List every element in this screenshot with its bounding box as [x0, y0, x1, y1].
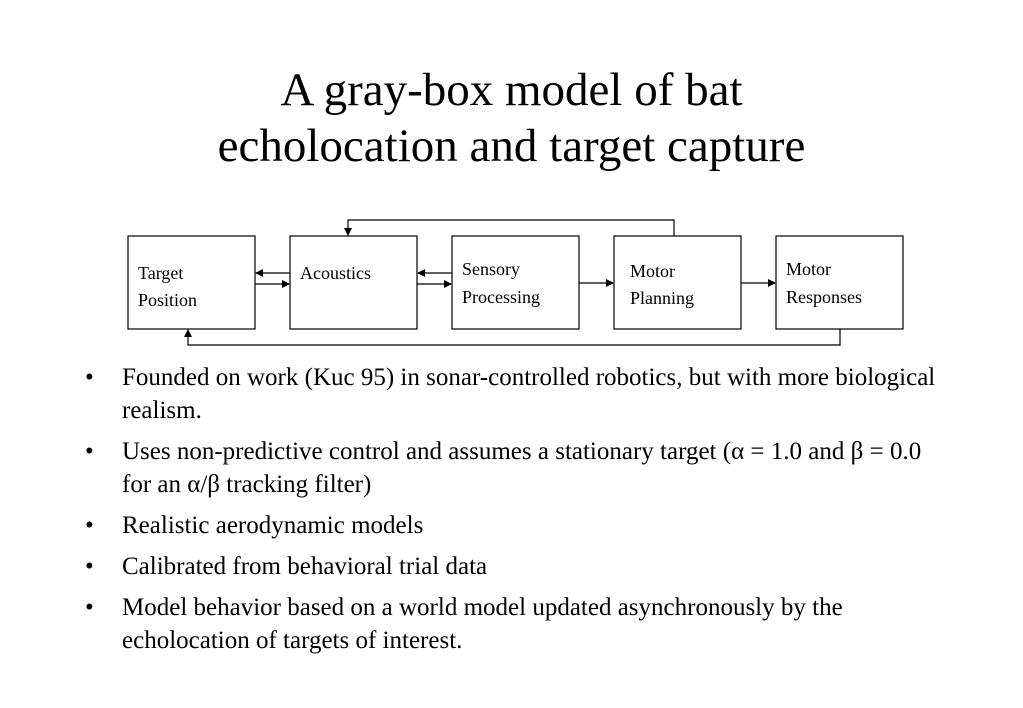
box-label-target-1: Target [138, 263, 183, 283]
title-line-1: A gray-box model of bat [280, 64, 743, 116]
slide-title: A gray-box model of bat echolocation and… [0, 62, 1023, 174]
bullet-marker: • [85, 553, 94, 580]
box-label-sensory-2: Processing [462, 287, 540, 307]
bullet-item: • Uses non-predictive control and assumes… [85, 435, 945, 501]
bullet-text: Model behavior based on a world model up… [122, 594, 843, 654]
bullet-text: Realistic aerodynamic models [122, 512, 424, 539]
box-label-responses-1: Motor [786, 259, 831, 279]
bullet-text: Calibrated from behavioral trial data [122, 553, 488, 580]
feedback-responses-to-target [184, 329, 841, 346]
box-label-sensory-1: Sensory [462, 259, 520, 279]
box-label-acoustics: Acoustics [300, 263, 371, 283]
box-label-planning-2: Planning [630, 288, 694, 308]
box-label-planning-1: Motor [630, 261, 675, 281]
box-sensory-processing [451, 235, 580, 330]
bullet-text: Uses non-predictive control and assumes … [122, 438, 922, 498]
title-line-2: echolocation and target capture [217, 120, 806, 172]
bullet-item: • Calibrated from behavioral trial data [85, 550, 945, 583]
box-label-target-2: Position [138, 290, 197, 310]
box-motor-planning [613, 235, 742, 330]
box-label-responses-2: Responses [786, 287, 862, 307]
feedback-planning-to-acoustics [344, 219, 675, 236]
bullet-marker: • [85, 364, 94, 391]
bullet-item: • Founded on work (Kuc 95) in sonar-contr… [85, 361, 945, 427]
bullet-marker: • [85, 512, 94, 539]
bullet-text: Founded on work (Kuc 95) in sonar-contro… [122, 364, 936, 424]
bullet-marker: • [85, 594, 94, 621]
bullet-list: • Founded on work (Kuc 95) in sonar-contr… [85, 361, 945, 665]
box-motor-responses [775, 235, 904, 330]
bullet-item: • Model behavior based on a world model u… [85, 591, 945, 657]
bullet-marker: • [85, 438, 94, 465]
box-acoustics [289, 235, 418, 330]
bullet-item: • Realistic aerodynamic models [85, 509, 945, 542]
